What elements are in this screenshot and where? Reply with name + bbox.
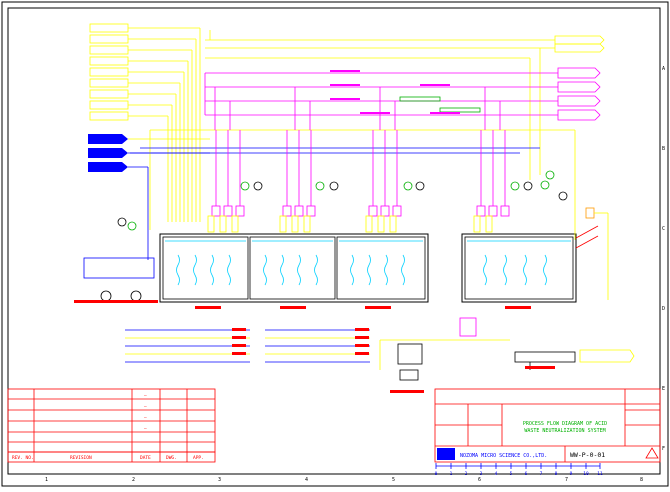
agitators [176,254,547,286]
tank-4-outline [461,233,577,303]
revision-mark: — [144,405,147,410]
scale-tick: 4 [495,471,498,477]
right-equipment [574,130,609,300]
app-header: APP. [193,455,204,461]
tank-1 [162,236,249,300]
title-block: PROCESS FLOW DIAGRAM OF ACID WASTE NEUTR… [434,388,661,463]
scale-tick: 7 [540,471,543,477]
border-letter: A [662,66,665,72]
scale-tick: 6 [525,471,528,477]
scale-tick: 3 [480,471,483,477]
border-number: 8 [640,477,643,483]
border-number: 4 [305,477,308,483]
tank-group [159,233,577,309]
dosing-pumps [211,130,510,217]
right-border-letters: A B C D E F [662,66,665,452]
tank-3 [336,236,426,300]
magenta-pipe-labels [330,70,460,114]
tank-outline [159,233,429,303]
drawing-title-line1: PROCESS FLOW DIAGRAM OF ACID [523,421,607,427]
rev-no-header: REV. NO. [12,455,34,461]
bottom-border-numbers: 1 2 3 4 5 6 7 8 [45,477,643,483]
top-yellow-lines [149,30,575,230]
dosing-grid [125,328,370,363]
instruments [117,170,568,231]
tank-4 [464,236,574,300]
border-number: 3 [218,477,221,483]
scale-tick: 1 [450,471,453,477]
outlet-arrows-magenta [557,67,601,121]
border-number: 6 [478,477,481,483]
drawing-number: WW-P-0-01 [570,451,605,459]
inlet-arrows [88,134,210,172]
top-left-labels [89,23,201,222]
revision-header: REVISION [70,455,92,461]
scale-tick: 2 [465,471,468,477]
outlet-arrows-top [554,35,605,53]
scale-tick: 9 [570,471,573,477]
border-number: 2 [132,477,135,483]
blue-distribution [130,147,540,260]
dwg-header: DWG. [166,455,177,461]
border-number: 5 [392,477,395,483]
company-name: NOZOMA MICRO SCIENCE CO.,LTD. [460,453,547,459]
scale-tick: 0 [435,471,438,477]
scale-tick: 8 [555,471,558,477]
drawing-title-line2: WASTE NEUTRALIZATION SYSTEM [524,428,605,434]
triangle-icon [645,447,659,459]
revision-table: REV. NO. REVISION DATE DWG. APP. — — — — [7,388,216,463]
yellow-drops [207,215,493,233]
scale-tick: 11 [597,471,603,477]
revision-mark: — [144,394,147,399]
border-letter: D [662,306,665,312]
border-letter: F [662,446,665,452]
bottom-centre-equipment [379,317,635,393]
scale-tick: 5 [510,471,513,477]
magenta-headers [204,72,558,130]
revision-mark: — [144,427,147,432]
border-number: 1 [45,477,48,483]
border-letter: C [662,226,665,232]
border-letter: B [662,146,665,152]
border-letter: E [662,386,665,392]
left-pumps [74,257,158,303]
border-number: 7 [565,477,568,483]
green-headers [399,96,481,113]
scale-tick: 10 [583,471,589,477]
tank-labels [195,306,531,309]
date-header: DATE [140,455,151,461]
tank-2 [249,236,336,300]
inner-border [7,7,661,475]
company-logo [437,448,455,460]
revision-mark: — [144,416,147,421]
scale-bar: 0 1 2 3 4 5 6 7 8 9 10 11 [435,463,603,477]
